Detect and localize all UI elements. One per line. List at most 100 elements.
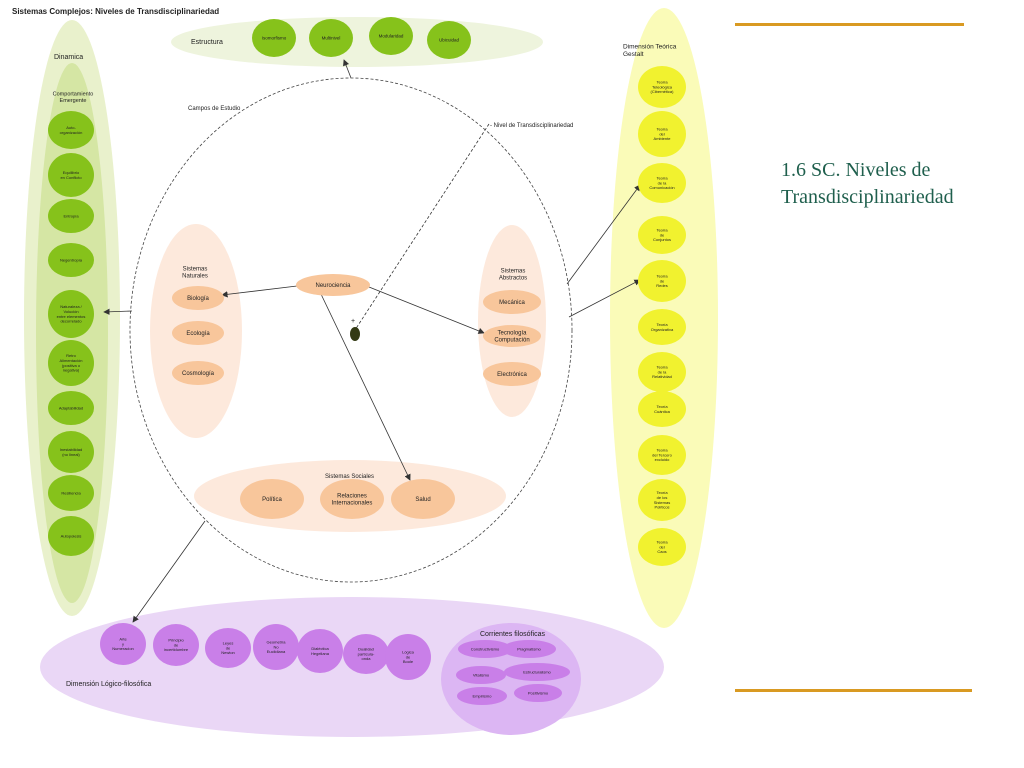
naturales-node-1: Ecología [172,321,224,345]
sociales-node-0-shape [240,479,304,519]
gestalt-node-2-shape [638,163,686,203]
sociales-label: Sistemas Sociales [325,474,374,480]
estructura-band [171,17,543,67]
dinamica-node-2-label: Entropía [63,213,79,218]
line-nivel-transdisciplinariedad [354,123,490,331]
dinamica-node-8: Resiliencia [48,475,94,511]
gestalt-node-6-shape [638,352,686,392]
estructura-node-2-shape [369,17,413,55]
abstractos-node-0-label: Mecánica [499,300,525,306]
naturales-node-2: Cosmología [172,361,224,385]
corriente-node-1-label: Pragmatismo [517,646,541,651]
line-neuro-biologia [221,285,298,298]
estructura-node-3-label: Ubicuidad [439,38,460,43]
line-to-logico [132,520,206,623]
naturales-node-0: Biología [172,286,224,310]
line-neuro-tecnologia [368,286,485,334]
naturales-node-2-label: Cosmología [182,371,215,377]
corriente-node-1-shape [502,640,556,658]
line-to-dinamica [103,308,133,315]
logico-node-4-shape [297,629,343,673]
gestalt-node-9-shape [638,479,686,521]
corriente-node-1: Pragmatismo [502,640,556,658]
estructura-node-2-label: Modularidad [379,34,404,39]
dinamica-node-6-shape [48,391,94,425]
abstractos-node-2-label: Electrónica [497,372,527,378]
corriente-node-3-shape [504,663,570,681]
logico-node-3-shape [253,624,299,670]
page-title: Sistemas Complejos: Niveles de Transdisc… [12,7,220,16]
estructura-node-1-label: Multinivel [322,36,341,41]
dinamica-node-7-label: Inestabilidad(no lineal) [60,447,82,457]
line-to-comunicacion [566,184,641,285]
corriente-node-0-shape [458,640,512,658]
gestalt-node-8-shape [638,435,686,475]
plus-sign: + [351,318,355,325]
dinamica-label: Dinamica [54,54,83,61]
dinamica-node-3: Negentropía [48,243,94,277]
corriente-node-4-shape [457,687,507,705]
sociales-node-0-label: Política [262,497,282,503]
connector-lines [103,59,641,623]
top-rule [735,23,964,26]
corriente-node-3: Estructuralismo [504,663,570,681]
gestalt-node-0-shape [638,66,686,108]
dinamica-node-7: Inestabilidad(no lineal) [48,431,94,473]
corriente-node-4-label: Empirismo [473,693,493,698]
slide-title: 1.6 SC. Niveles de Transdisciplinariedad [781,159,954,208]
corriente-node-5: Positivismo [514,684,562,702]
dinamica-node-2-shape [48,199,94,233]
abstractos-node-2: Electrónica [483,362,541,386]
dinamica-node-9-label: Autopoiesis [61,533,82,538]
sociales-node-2-shape [391,479,455,519]
corriente-node-2-shape [456,666,506,684]
naturales-node-0-label: Biología [187,296,209,302]
naturales-node-0-shape [172,286,224,310]
gestalt-node-5-shape [638,309,686,345]
dinamica-node-2: Entropía [48,199,94,233]
dinamica-node-3-label: Negentropía [60,257,83,262]
transdisciplinarity-dot [350,327,360,341]
corriente-node-0: Constructivismo [458,640,512,658]
campos-label: Campos de Estudio [188,106,241,112]
dinamica-node-0-shape [48,111,94,149]
sociales-node-2-label: Salud [415,497,430,503]
line-neuro-salud [319,291,411,481]
abstractos-band [478,225,546,417]
logico-node-0-shape [100,623,146,665]
estructura-node-1-shape [309,19,353,57]
estructura-node-0-shape [252,19,296,57]
dinamica-node-9-shape [48,516,94,556]
corrientes-label: Corrientes filosóficas [480,631,545,638]
naturales-node-2-shape [172,361,224,385]
estructura-node-3: Ubicuidad [427,21,471,59]
